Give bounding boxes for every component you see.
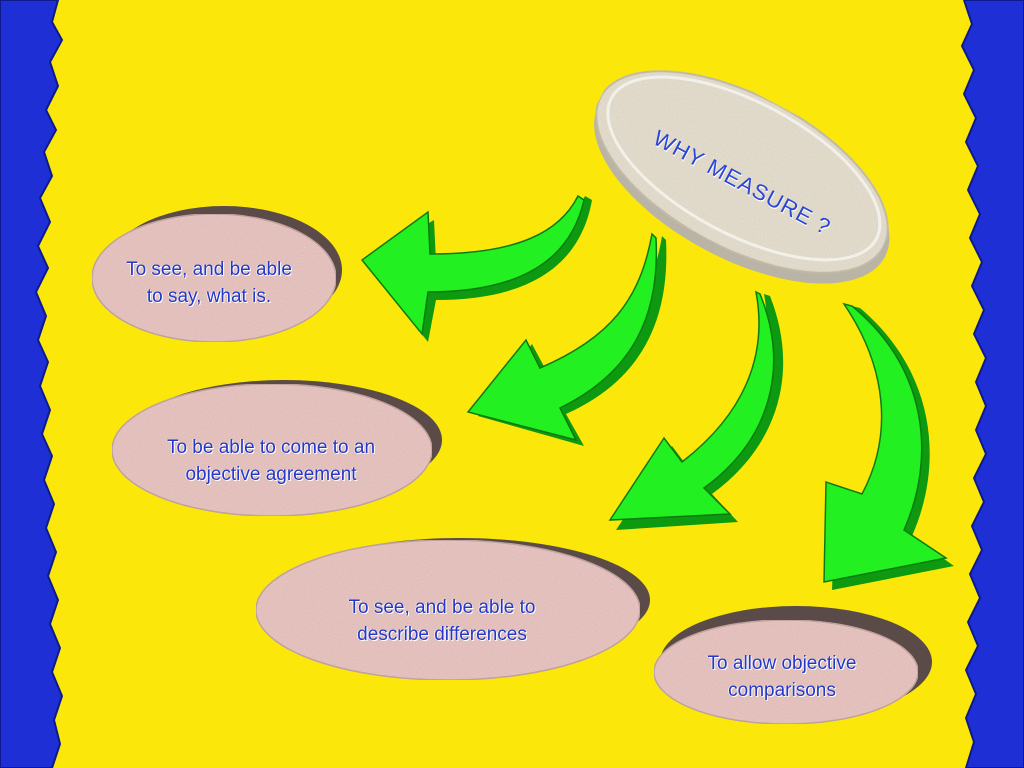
reason-4-line-2: comparisons (728, 680, 836, 701)
reason-oval-1 (91, 206, 342, 343)
curved-arrow-icon (360, 194, 592, 342)
left-border (0, 0, 64, 768)
right-border (960, 0, 1024, 768)
reason-oval-4 (653, 606, 932, 725)
reason-1-line-2: to say, what is. (146, 286, 272, 307)
curved-arrow-icon (466, 232, 667, 446)
reason-4-line-1: To allow objective (707, 653, 857, 674)
reason-oval-2 (111, 380, 442, 517)
reason-label-4: To allow objective comparisons (676, 650, 888, 704)
reason-label-1: To see, and be able to say, what is. (104, 256, 314, 310)
reason-3-line-1: To see, and be able to (348, 597, 536, 618)
curved-arrow-icon (823, 302, 954, 590)
reason-oval-3 (255, 538, 650, 681)
reason-2-line-2: objective agreement (185, 464, 357, 485)
reason-2-line-1: To be able to come to an (166, 437, 376, 458)
reason-label-3: To see, and be able to describe differen… (300, 594, 584, 648)
reason-label-2: To be able to come to an objective agree… (126, 434, 416, 488)
reason-1-line-1: To see, and be able (126, 259, 292, 280)
curved-arrow-icon (608, 290, 784, 530)
title-disc (594, 70, 890, 284)
reason-3-line-2: describe differences (357, 624, 527, 645)
